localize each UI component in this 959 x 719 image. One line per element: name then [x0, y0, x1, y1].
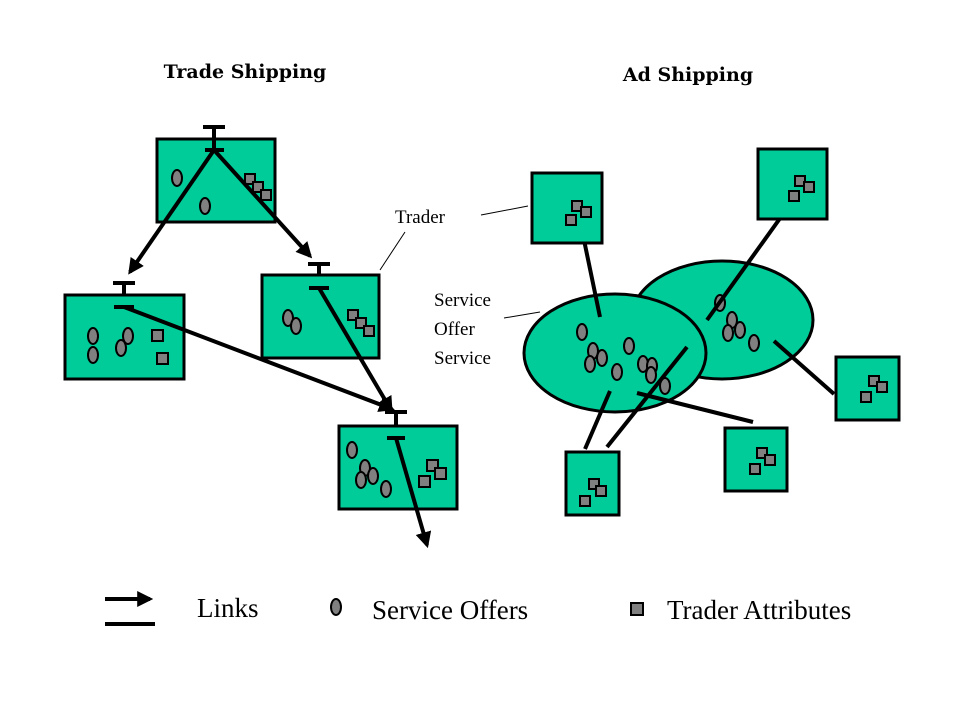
- service-callout-line: [503, 311, 541, 319]
- trader-attributes: [244, 173, 272, 201]
- trader-attribute-icon: [630, 602, 644, 616]
- trader-label: Trader: [395, 207, 446, 228]
- links: [123, 148, 432, 549]
- trader-ad-1: [530, 171, 604, 245]
- service-offer-icon: [330, 598, 342, 616]
- legend-trader-attributes: Trader Attributes: [630, 595, 851, 625]
- trader-attributes: [347, 309, 375, 337]
- legend-service-offers-label: Service Offers: [372, 595, 528, 625]
- trader-attributes: [860, 375, 888, 403]
- legend-links: Links: [105, 591, 259, 626]
- legend-links-label: Links: [197, 593, 259, 623]
- trader-ad-3: [834, 355, 901, 422]
- trader-callout-line: [379, 231, 406, 271]
- trader-attributes: [418, 459, 447, 488]
- label-line-2: Offer: [434, 319, 475, 340]
- label-line-3: Service: [434, 348, 491, 369]
- service-offer-service: [522, 259, 815, 414]
- trader-ad-5: [564, 450, 621, 517]
- trader-attributes: [579, 478, 607, 507]
- trader-attributes: [151, 329, 169, 365]
- service-offers: [346, 441, 392, 498]
- trader-ad-2: [756, 147, 829, 221]
- trader-ad-4: [723, 426, 789, 493]
- service-offer-service-label: Service Offer Service: [434, 290, 491, 369]
- trader-attributes: [749, 447, 776, 475]
- legend-trader-attributes-label: Trader Attributes: [667, 595, 851, 625]
- legend: Links Service Offers Trader Attributes: [105, 591, 851, 626]
- trade-shipping-title: Trade Shipping: [164, 61, 327, 83]
- legend-service-offers: Service Offers: [330, 595, 528, 625]
- trade-shipping-graph: Trader: [63, 125, 459, 549]
- ad-shipping-graph: Service Offer Service: [434, 147, 901, 517]
- trader-attributes: [788, 175, 815, 202]
- label-line-1: Service: [434, 290, 491, 311]
- service-offers: [171, 169, 211, 215]
- service-offers: [282, 309, 302, 335]
- trader-callout-line-ad: [480, 205, 529, 216]
- trader-attributes: [565, 200, 592, 226]
- service-connections: [582, 201, 836, 450]
- service-offers: [87, 327, 134, 364]
- ad-shipping-title: Ad Shipping: [622, 64, 753, 86]
